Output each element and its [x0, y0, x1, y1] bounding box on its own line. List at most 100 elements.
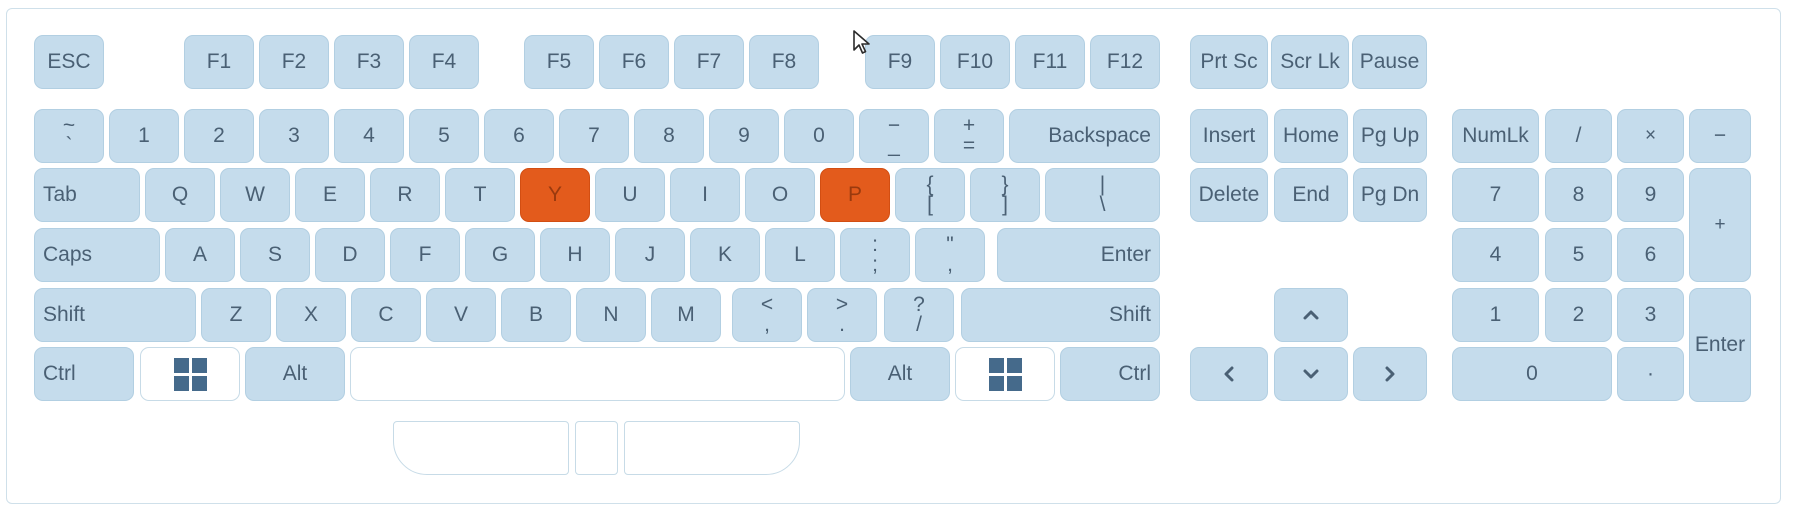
- key-h[interactable]: H: [540, 228, 610, 282]
- key-u[interactable]: U: [595, 168, 665, 222]
- key-backtick[interactable]: ~`: [34, 109, 104, 163]
- key-f3[interactable]: F3: [334, 35, 404, 89]
- key-semicolon[interactable]: :;: [840, 228, 910, 282]
- key-slash[interactable]: ?/: [884, 288, 954, 342]
- key-page-up[interactable]: Pg Up: [1353, 109, 1427, 163]
- key-equals[interactable]: +=: [934, 109, 1004, 163]
- key-p-highlighted[interactable]: P: [820, 168, 890, 222]
- key-9[interactable]: 9: [709, 109, 779, 163]
- key-comma[interactable]: <,: [732, 288, 802, 342]
- key-num-plus[interactable]: +: [1689, 168, 1751, 282]
- key-3[interactable]: 3: [259, 109, 329, 163]
- trackpad-right-button[interactable]: [624, 421, 800, 475]
- key-backslash[interactable]: |\: [1045, 168, 1160, 222]
- key-f12[interactable]: F12: [1090, 35, 1160, 89]
- key-scroll-lock[interactable]: Scr Lk: [1271, 35, 1349, 89]
- key-delete[interactable]: Delete: [1190, 168, 1268, 222]
- key-ctrl-left[interactable]: Ctrl: [34, 347, 134, 401]
- key-z[interactable]: Z: [201, 288, 271, 342]
- key-f10[interactable]: F10: [940, 35, 1010, 89]
- key-f5[interactable]: F5: [524, 35, 594, 89]
- key-quote[interactable]: ",: [915, 228, 985, 282]
- key-j[interactable]: J: [615, 228, 685, 282]
- key-tab[interactable]: Tab: [34, 168, 140, 222]
- key-page-down[interactable]: Pg Dn: [1353, 168, 1427, 222]
- key-s[interactable]: S: [240, 228, 310, 282]
- key-num-1[interactable]: 1: [1452, 288, 1539, 342]
- key-arrow-down[interactable]: [1274, 347, 1348, 401]
- key-num-7[interactable]: 7: [1452, 168, 1539, 222]
- key-space[interactable]: [350, 347, 845, 401]
- key-esc[interactable]: ESC: [34, 35, 104, 89]
- key-f2[interactable]: F2: [259, 35, 329, 89]
- key-ctrl-right[interactable]: Ctrl: [1060, 347, 1160, 401]
- key-x[interactable]: X: [276, 288, 346, 342]
- key-pause[interactable]: Pause: [1352, 35, 1427, 89]
- trackpad-left-button[interactable]: [393, 421, 569, 475]
- key-num-divide[interactable]: /: [1545, 109, 1612, 163]
- key-right-bracket[interactable]: }]: [970, 168, 1040, 222]
- key-num-2[interactable]: 2: [1545, 288, 1612, 342]
- key-num-9[interactable]: 9: [1617, 168, 1684, 222]
- key-c[interactable]: C: [351, 288, 421, 342]
- key-i[interactable]: I: [670, 168, 740, 222]
- key-num-3[interactable]: 3: [1617, 288, 1684, 342]
- key-7[interactable]: 7: [559, 109, 629, 163]
- key-enter[interactable]: Enter: [997, 228, 1160, 282]
- key-alt-left[interactable]: Alt: [245, 347, 345, 401]
- key-f6[interactable]: F6: [599, 35, 669, 89]
- key-4[interactable]: 4: [334, 109, 404, 163]
- key-a[interactable]: A: [165, 228, 235, 282]
- key-f[interactable]: F: [390, 228, 460, 282]
- key-f8[interactable]: F8: [749, 35, 819, 89]
- key-windows-right[interactable]: [955, 347, 1055, 401]
- key-l[interactable]: L: [765, 228, 835, 282]
- key-num-5[interactable]: 5: [1545, 228, 1612, 282]
- key-minus[interactable]: −_: [859, 109, 929, 163]
- key-t[interactable]: T: [445, 168, 515, 222]
- key-1[interactable]: 1: [109, 109, 179, 163]
- key-o[interactable]: O: [745, 168, 815, 222]
- key-e[interactable]: E: [295, 168, 365, 222]
- key-f11[interactable]: F11: [1015, 35, 1085, 89]
- key-num-6[interactable]: 6: [1617, 228, 1684, 282]
- key-arrow-left[interactable]: [1190, 347, 1268, 401]
- key-num-0[interactable]: 0: [1452, 347, 1612, 401]
- key-q[interactable]: Q: [145, 168, 215, 222]
- key-r[interactable]: R: [370, 168, 440, 222]
- key-num-multiply[interactable]: ×: [1617, 109, 1684, 163]
- key-shift-left[interactable]: Shift: [34, 288, 196, 342]
- key-arrow-up[interactable]: [1274, 288, 1348, 342]
- key-caps-lock[interactable]: Caps: [34, 228, 160, 282]
- key-6[interactable]: 6: [484, 109, 554, 163]
- key-num-decimal[interactable]: ·: [1617, 347, 1684, 401]
- trackpad-middle-button[interactable]: [575, 421, 618, 475]
- key-b[interactable]: B: [501, 288, 571, 342]
- key-f4[interactable]: F4: [409, 35, 479, 89]
- key-num-lock[interactable]: NumLk: [1452, 109, 1539, 163]
- key-f1[interactable]: F1: [184, 35, 254, 89]
- key-m[interactable]: M: [651, 288, 721, 342]
- key-y-highlighted[interactable]: Y: [520, 168, 590, 222]
- key-num-8[interactable]: 8: [1545, 168, 1612, 222]
- key-arrow-right[interactable]: [1353, 347, 1427, 401]
- key-f9[interactable]: F9: [865, 35, 935, 89]
- key-insert[interactable]: Insert: [1190, 109, 1268, 163]
- key-windows-left[interactable]: [140, 347, 240, 401]
- key-shift-right[interactable]: Shift: [961, 288, 1160, 342]
- key-v[interactable]: V: [426, 288, 496, 342]
- key-8[interactable]: 8: [634, 109, 704, 163]
- key-alt-right[interactable]: Alt: [850, 347, 950, 401]
- key-period[interactable]: >.: [807, 288, 877, 342]
- key-backspace[interactable]: Backspace: [1009, 109, 1160, 163]
- key-5[interactable]: 5: [409, 109, 479, 163]
- key-print-screen[interactable]: Prt Sc: [1190, 35, 1268, 89]
- key-num-enter[interactable]: Enter: [1689, 288, 1751, 402]
- key-left-bracket[interactable]: {[: [895, 168, 965, 222]
- key-home[interactable]: Home: [1274, 109, 1348, 163]
- key-g[interactable]: G: [465, 228, 535, 282]
- key-k[interactable]: K: [690, 228, 760, 282]
- key-0[interactable]: 0: [784, 109, 854, 163]
- key-f7[interactable]: F7: [674, 35, 744, 89]
- key-n[interactable]: N: [576, 288, 646, 342]
